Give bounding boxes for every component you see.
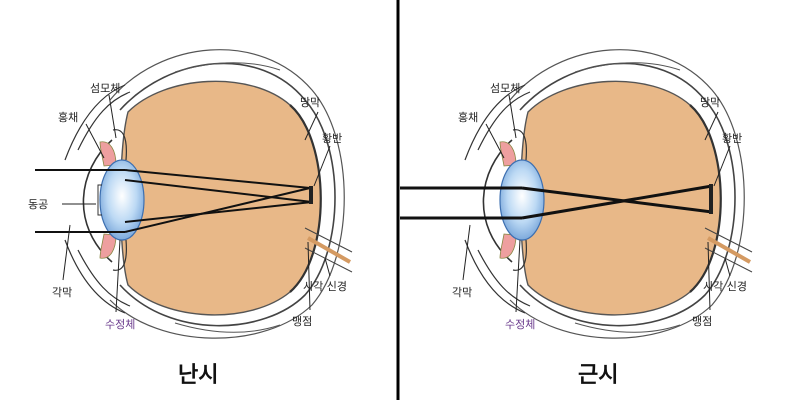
leader-retina <box>304 111 319 141</box>
optic-nerve-edge-2 <box>704 247 753 273</box>
pupil-bracket <box>97 184 102 216</box>
upper-lid-line <box>464 84 526 161</box>
leader-macula <box>313 145 331 187</box>
label-lens: 수정체 <box>505 318 535 331</box>
upper-lid-line-2 <box>477 91 531 151</box>
myopia-panel: 섬모체 홍채 각막 수정체 망막 황반 시각 신경 맹점 근시 <box>400 49 753 388</box>
label-iris: 홍채 <box>58 110 78 124</box>
astigmatism-panel: 섬모체 홍채 동공 각막 수정체 망막 황반 시각 신경 맹점 난시 <box>28 49 353 388</box>
upper-lid-line <box>64 84 126 161</box>
outer-eye-line-2 <box>574 62 681 73</box>
macula-mark <box>309 186 313 204</box>
retina-line <box>289 104 322 293</box>
label-optic-nerve: 시각 신경 <box>703 280 747 293</box>
outer-eye-line-2 <box>174 62 281 73</box>
leader-blind-spot <box>707 241 711 311</box>
label-pupil: 동공 <box>28 198 48 211</box>
label-cornea: 각막 <box>52 286 72 299</box>
leader-lens <box>115 239 121 313</box>
ciliary-body-lower <box>112 239 127 271</box>
label-iris: 홍채 <box>458 110 478 124</box>
label-ciliary-body: 섬모체 <box>490 82 520 95</box>
optic-nerve-edge-2 <box>304 247 353 273</box>
leader-optic-nerve <box>724 257 731 277</box>
lower-lid-line <box>64 239 126 314</box>
leader-macula <box>713 145 731 187</box>
label-macula: 황반 <box>722 132 742 145</box>
optic-nerve <box>307 236 351 264</box>
light-rays <box>35 169 313 233</box>
optic-nerve-edge-1 <box>304 227 353 253</box>
lower-lid-line-2 <box>77 249 131 307</box>
leader-iris <box>485 123 505 159</box>
label-lens: 수정체 <box>105 318 135 331</box>
leader-blind-spot <box>307 241 311 311</box>
leader-ciliary <box>508 94 517 139</box>
lower-lid-line-2 <box>477 249 531 307</box>
retina-line <box>689 104 722 293</box>
leader-iris <box>85 123 105 159</box>
label-ciliary-body: 섬모체 <box>90 82 120 95</box>
outer-eye-line <box>509 49 745 339</box>
caption-astigmatism: 난시 <box>178 363 218 388</box>
leader-ciliary <box>108 94 117 139</box>
label-retina: 망막 <box>300 96 320 109</box>
leader-retina <box>704 111 719 141</box>
label-optic-nerve: 시각 신경 <box>303 280 347 293</box>
lower-lid-line <box>464 239 526 314</box>
optic-nerve-edge-1 <box>704 227 753 253</box>
ciliary-body-lower <box>512 239 527 271</box>
leader-optic-nerve <box>324 257 331 277</box>
outer-eye-line-3 <box>174 322 281 333</box>
upper-lid-line-2 <box>77 91 131 151</box>
leader-cornea <box>62 224 71 281</box>
optic-nerve <box>707 236 751 264</box>
macula-mark <box>709 184 713 214</box>
vitreous-body <box>519 80 722 316</box>
light-rays <box>400 184 713 220</box>
vitreous-body <box>119 80 322 316</box>
outer-eye-line <box>109 49 345 339</box>
caption-myopia: 근시 <box>578 363 618 388</box>
label-blind-spot: 맹점 <box>292 315 312 328</box>
label-macula: 황반 <box>322 132 342 145</box>
label-retina: 망막 <box>700 96 720 109</box>
label-cornea: 각막 <box>452 286 472 299</box>
leader-cornea <box>462 224 471 281</box>
leader-lens <box>515 239 521 313</box>
lens <box>499 159 545 241</box>
label-blind-spot: 맹점 <box>692 315 712 328</box>
outer-eye-line-3 <box>574 322 681 333</box>
